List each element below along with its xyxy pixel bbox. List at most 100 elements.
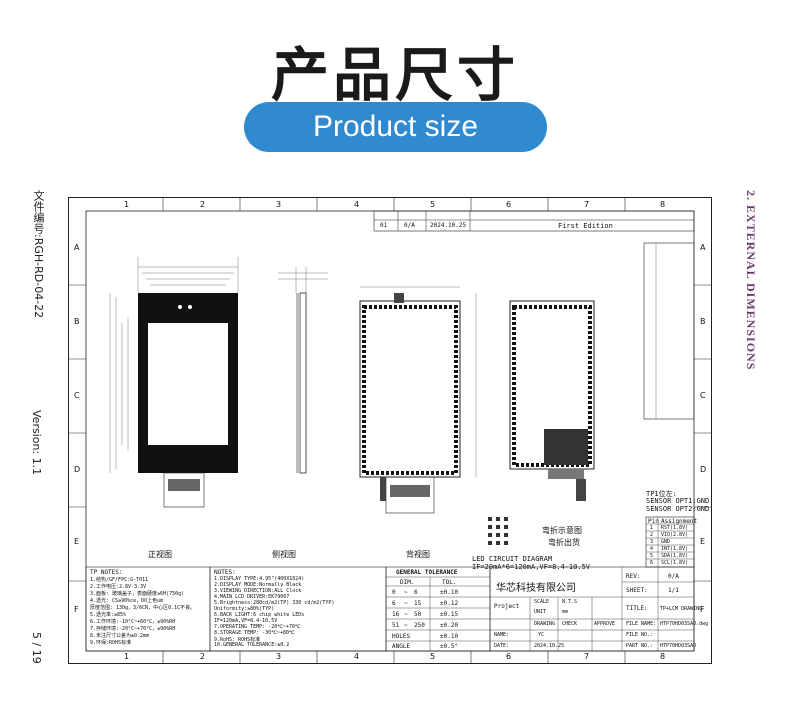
col-number: 2 — [200, 652, 206, 661]
unit-label: UNIT — [534, 609, 547, 615]
pin-number: 2 — [650, 532, 654, 538]
tp-sensor-line: TP1位左: — [646, 490, 677, 498]
front-view-label: 正视图 — [148, 550, 172, 559]
part-no-label: PART NO.: — [626, 643, 654, 649]
tol-cell: 0 — [392, 589, 396, 596]
row-letter: F — [74, 605, 79, 614]
col-number: 3 — [276, 200, 282, 209]
note-line: 8.STORAGE TEMP: -30℃~+80℃ — [214, 630, 295, 636]
col-number: 6 — [506, 652, 512, 661]
sheet-label: SHEET: — [626, 587, 648, 594]
note-line: 4.MAIN LCD DRIVER:EK79007 — [214, 594, 290, 600]
tp-note-line: 厚度范围: 130g，3/6CN，中心区0.1C不良。 — [90, 605, 196, 611]
pin-assignment: SDA(1.8V) — [661, 553, 689, 559]
product-size-banner: Product size — [244, 102, 547, 152]
rev-cell: First Edition — [558, 222, 613, 230]
tp-sensor-line: SENSOR OPT2:GND — [646, 505, 710, 513]
notes-title: NOTES: — [214, 569, 236, 576]
pin-number: 1 — [650, 525, 654, 531]
file-name-value: HTP70HD03SAD.dwg — [660, 621, 709, 627]
tolerance-head: TOL. — [442, 579, 457, 586]
project-label: Project — [494, 603, 520, 610]
note-line: 3.VIEWING DIRECTION:ALL Clock — [214, 588, 302, 594]
pin-assignment: VIO(2.8V) — [661, 532, 689, 538]
row-letter: E — [74, 537, 80, 546]
tol-cell: ±0.20 — [440, 622, 459, 629]
tp-note-line: 5.透光率:≥85% — [90, 612, 127, 618]
row-letter: A — [74, 243, 80, 252]
unit-value: mm — [562, 609, 569, 615]
title-value: TP+LCM DRAWING — [660, 606, 703, 612]
tp-note-line: 4.透光: CS≥90%ce，DO上色um — [90, 598, 164, 604]
note-line: 6.BACK LIGHT:6 chip white LEDs — [214, 612, 305, 618]
row-letter: B — [74, 317, 80, 326]
check-label: CHECK — [562, 621, 578, 627]
tp-note-line: 8.未注尺寸公差为±0.2mm — [90, 633, 150, 639]
col-number: 8 — [660, 652, 666, 661]
file-no-label: FILE NO.: — [626, 632, 654, 638]
col-number: 4 — [354, 652, 360, 661]
tol-cell: ±0.15 — [440, 611, 459, 618]
note-line: Uniformity:≥80%(TYP) — [214, 606, 275, 612]
note-line: 7.OPERATING TEMP: -20℃~+70℃ — [214, 624, 301, 630]
part-no-value: HTP70HD03SAD — [660, 643, 697, 649]
col-number: 1 — [124, 652, 130, 661]
col-number: 6 — [506, 200, 512, 209]
doc-number: 文件编号:RGH-RD-04-22 — [32, 190, 45, 319]
tp-note-line: 2.工作电压:2.8V-3.3V — [90, 584, 147, 590]
row-letter: F — [700, 605, 705, 614]
rev-label: REV: — [626, 573, 641, 580]
tolerance-title: GENERAL TOLERANCE — [396, 569, 458, 576]
pin-assignment: INT(1.8V) — [661, 546, 689, 552]
pin-number: 6 — [650, 560, 654, 566]
note-line: 1.DISPLAY TYPE:4.95"(400X1024) — [214, 576, 305, 582]
pin-number: 4 — [650, 546, 654, 552]
tol-cell: ±0.10 — [440, 589, 459, 596]
tol-cell: 6 — [414, 589, 418, 596]
row-letter: D — [74, 465, 81, 474]
side-view-label: 侧视图 — [272, 550, 296, 559]
pin-assignment: SCL(1.8V) — [661, 560, 689, 566]
pin-number: 3 — [650, 539, 654, 545]
tol-holes: HOLES — [392, 633, 411, 640]
version-label: Version: 1.1 — [30, 410, 43, 476]
tol-cell: 250 — [414, 622, 425, 629]
led-diagram-title: LED CIRCUIT DIAGRAM — [472, 555, 553, 563]
tol-cell: ±0.12 — [440, 600, 459, 607]
note-line: 2.DISPLAY MODE:Normally Black — [214, 582, 302, 588]
tol-cell: 6 — [392, 600, 396, 607]
note-line: IF=120mA,VF=8.4-10.5V — [214, 618, 278, 624]
pin-number: 5 — [650, 553, 654, 559]
pin-assignment: GND — [661, 539, 671, 545]
section-title: 2. EXTERNAL DIMENSIONS — [744, 190, 758, 371]
tol-holes-value: ±0.10 — [440, 633, 459, 640]
title-label: TITLE: — [626, 605, 648, 612]
row-letter: B — [700, 317, 706, 326]
technical-drawing: 1 2 3 4 5 6 7 8 1 2 3 4 5 6 7 8 A B C D … — [68, 197, 712, 664]
rev-cell: 01 — [380, 222, 388, 229]
row-letter: C — [74, 391, 80, 400]
company-name: 华芯科技有限公司 — [496, 583, 576, 594]
tolerance-head: DIM. — [400, 579, 415, 586]
tp-notes-title: TP NOTES: — [90, 569, 123, 576]
col-number: 3 — [276, 652, 282, 661]
tol-cell: 51 — [392, 622, 400, 629]
col-number: 2 — [200, 200, 206, 209]
rev-cell: 2024.10.25 — [430, 222, 467, 229]
note-line: 9.RoHS: ROHS标准 — [214, 637, 261, 643]
col-number: 8 — [660, 200, 666, 209]
pin-assignment: RST(1.8V) — [661, 525, 689, 531]
col-number: 7 — [584, 652, 590, 661]
file-name-label: FILE NAME: — [626, 621, 657, 627]
row-letter: C — [700, 391, 706, 400]
tp-note-line: 6.工作环境:-10°C~+60°C，≤90%RH — [90, 619, 176, 625]
tp-note-line: 7.存储环境:-20°C~+70°C，≤90%RH — [90, 626, 176, 632]
rev-value: 0/A — [668, 573, 679, 580]
row-letter: D — [700, 465, 707, 474]
bend-view-label: 弯折示意图 — [542, 526, 582, 535]
col-number: 4 — [354, 200, 360, 209]
scale-label: SCALE — [534, 599, 550, 605]
col-number: 5 — [430, 200, 436, 209]
pin-header: Pin — [648, 518, 659, 525]
tol-cell: ~ — [404, 600, 408, 607]
